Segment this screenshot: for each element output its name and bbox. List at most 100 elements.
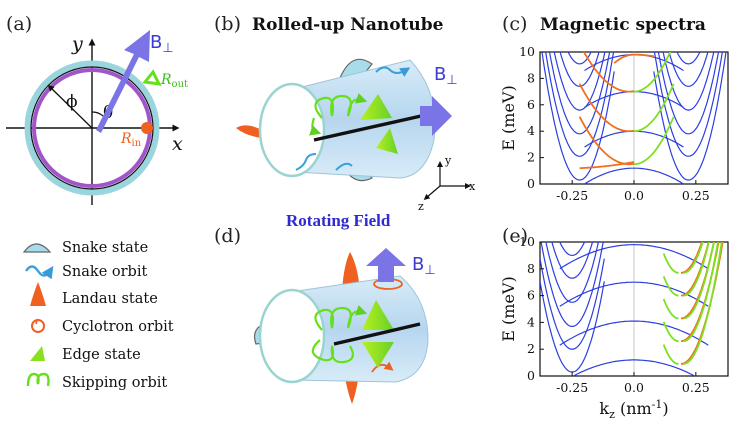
panel-b: (b) Rolled-up Nanotube B⊥ x y z xyxy=(214,13,476,213)
landau-state-left xyxy=(236,125,262,138)
tube-axis-d xyxy=(333,322,421,346)
theta-arc xyxy=(91,111,104,117)
green-right-b-2 xyxy=(683,242,715,320)
edge-state-d-bottom xyxy=(362,342,394,368)
band-left-3 xyxy=(545,242,600,303)
green-right-4 xyxy=(662,253,679,274)
band-left-5 xyxy=(559,242,586,257)
b-field-arrow-d xyxy=(366,248,406,282)
legend-edge-state: Edge state xyxy=(62,347,141,363)
band-left-0 xyxy=(541,52,615,181)
radius-arrow xyxy=(47,84,93,129)
green-right-b-4 xyxy=(683,242,704,274)
band-left-5 xyxy=(567,52,592,65)
band-left-2 xyxy=(548,52,611,135)
r-in-marker xyxy=(141,122,153,134)
b-field-arrow xyxy=(96,30,150,133)
skipping-orbit-icon xyxy=(26,372,50,387)
band-left-4 xyxy=(559,52,600,87)
green-right-2 xyxy=(662,298,679,320)
axis-z-small xyxy=(423,185,441,200)
green-right-b-3 xyxy=(683,242,710,297)
tube-axis xyxy=(313,112,431,142)
x-axis-label: x xyxy=(172,133,183,155)
ytick-label: 2 xyxy=(527,341,535,356)
green-right-b-0 xyxy=(683,242,723,365)
green-right-b-1 xyxy=(683,242,719,343)
band-left-1 xyxy=(545,52,615,157)
xlabel-e: kz (nm-1) xyxy=(599,398,668,421)
axis-z-small-label: z xyxy=(418,200,424,213)
tube-body-d xyxy=(289,275,429,383)
panel-b-label: (b) xyxy=(214,13,241,35)
center-dome-1 xyxy=(559,320,709,346)
band-left-1 xyxy=(540,258,605,350)
center-level-0 xyxy=(584,167,684,184)
ytick-label: 2 xyxy=(527,150,535,165)
green-right-1 xyxy=(662,321,679,343)
center-dome-0 xyxy=(572,359,696,376)
ytick-label: 0 xyxy=(527,176,535,191)
ylabel: E (meV) xyxy=(499,85,518,150)
skipping-orbit-b-left xyxy=(309,117,322,136)
xtick-label: 0.25 xyxy=(682,188,710,203)
xtick-label: -0.25 xyxy=(556,188,588,203)
xtick-label: -0.25 xyxy=(556,380,588,395)
r-in-label: Rin xyxy=(120,131,142,149)
ytick-label: 0 xyxy=(527,368,535,383)
orange-band-0 xyxy=(578,116,635,166)
r-out-label: Rout xyxy=(160,72,188,90)
ytick-label: 6 xyxy=(527,97,535,112)
band-right-2 xyxy=(657,52,720,135)
orange-right-3 xyxy=(681,242,710,297)
legend: Snake state Snake orbit Landau state Cyc… xyxy=(22,240,174,391)
edge-state-b-bottom xyxy=(376,128,398,154)
rotating-field-label: Rotating Field xyxy=(286,211,391,230)
panel-a-label: (a) xyxy=(6,13,32,35)
band-right-4 xyxy=(668,52,709,87)
ytick-label: 8 xyxy=(527,70,535,85)
panel-d-label: (d) xyxy=(214,225,241,247)
legend-cyclotron-orbit: Cyclotron orbit xyxy=(62,319,174,335)
band-curves xyxy=(541,52,727,184)
legend-skipping-orbit: Skipping orbit xyxy=(62,375,167,391)
ytick-label: 6 xyxy=(527,288,535,303)
skipping-orbit-d-bottom xyxy=(311,339,354,364)
skipping-orbit-b-top xyxy=(314,93,368,119)
tube-front-opening xyxy=(258,82,326,178)
snake-orbit-icon xyxy=(25,265,54,280)
center-dome-3 xyxy=(559,244,709,270)
snake-state-icon xyxy=(22,243,52,253)
band-right-0 xyxy=(653,52,727,181)
orange-band-low xyxy=(579,161,635,170)
legend-landau-state: Landau state xyxy=(62,291,158,307)
phi-label: ϕ xyxy=(66,92,78,112)
band-left-2 xyxy=(540,242,604,327)
ytick-label: 10 xyxy=(519,234,535,249)
legend-snake-state: Snake state xyxy=(62,240,148,256)
b-field-label-b: B⊥ xyxy=(434,64,458,88)
band-curves xyxy=(540,242,724,376)
xtick-label: 0.0 xyxy=(624,188,644,203)
tube-front-opening-d xyxy=(258,288,326,384)
center-dome-2 xyxy=(559,281,709,307)
landau-state-icon xyxy=(30,282,46,306)
edge-state-icon xyxy=(30,346,45,361)
xtick-label: 0.0 xyxy=(624,380,644,395)
cyclotron-orbit-icon xyxy=(31,319,45,333)
orange-band-2 xyxy=(582,52,635,93)
green-right-3 xyxy=(662,275,679,297)
b-field-label: B⊥ xyxy=(150,32,174,56)
panel-e-label: (e) xyxy=(502,225,528,247)
legend-snake-orbit: Snake orbit xyxy=(62,264,147,280)
edge-state-b-top xyxy=(360,94,392,120)
band-right-1 xyxy=(653,52,723,157)
orange-right-4 xyxy=(681,242,703,274)
y-axis-label: y xyxy=(71,33,83,55)
snake-orbit-top xyxy=(375,66,411,77)
green-band-1 xyxy=(634,83,675,133)
cyclotron-orbit-bottom xyxy=(371,361,394,373)
green-band-0 xyxy=(634,116,675,166)
ytick-label: 4 xyxy=(527,314,535,329)
